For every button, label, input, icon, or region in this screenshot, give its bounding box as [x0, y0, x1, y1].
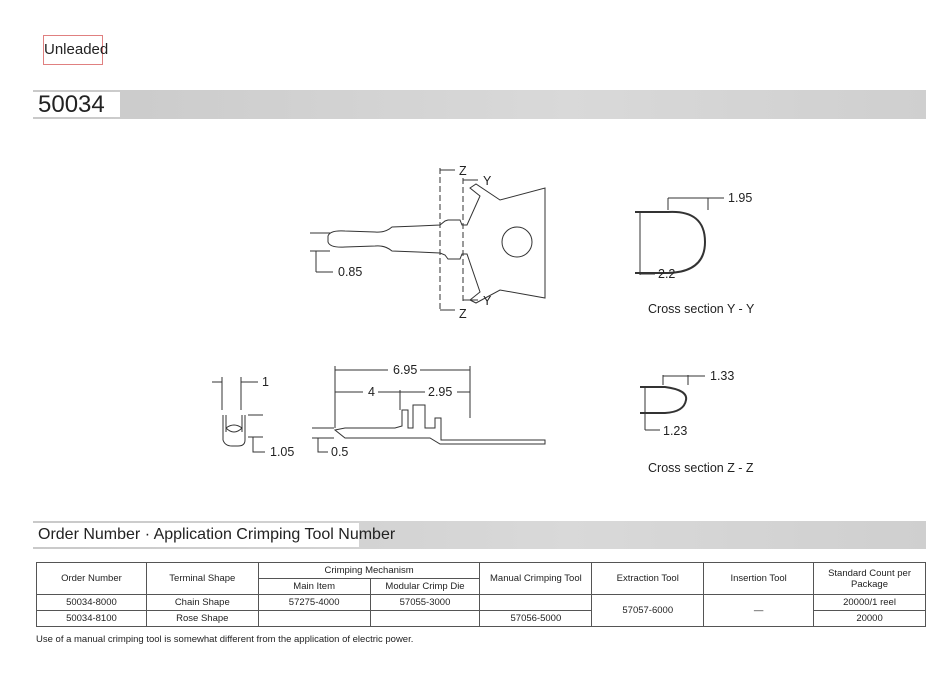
section-y-bottom: Y: [483, 294, 492, 308]
header-modular-crimp-die: Modular Crimp Die: [369, 578, 481, 595]
modular-crimp-die-cell: 57055-3000: [369, 594, 481, 611]
top-view: Z Z Y Y 0.85: [310, 164, 546, 321]
standard-count-cell: 20000: [813, 610, 926, 627]
modular-crimp-die-cell: [369, 610, 481, 627]
dim-1-23: 1.23: [663, 424, 687, 438]
header-insertion-tool: Insertion Tool: [703, 562, 815, 595]
section-yy: 1.95 2.2 Cross section Y - Y: [635, 191, 755, 316]
dim-1: 1: [262, 375, 269, 389]
front-view: 1 1.05: [212, 375, 294, 459]
manual-crimping-tool-cell: 57056-5000: [479, 610, 593, 627]
insertion-tool-cell: —: [703, 594, 815, 627]
header-main-item: Main Item: [257, 578, 371, 595]
main-item-cell: [257, 610, 371, 627]
footnote: Use of a manual crimping tool is somewha…: [36, 634, 414, 645]
order-number-cell: 50034-8000: [36, 594, 147, 611]
extraction-tool-cell: 57057-6000: [591, 594, 705, 627]
header-crimping-mechanism: Crimping Mechanism: [257, 562, 481, 579]
dim-1-95: 1.95: [728, 191, 752, 205]
dim-0-85: 0.85: [338, 265, 362, 279]
header-manual-crimping-tool: Manual Crimping Tool: [479, 562, 593, 595]
part-number-header: 50034: [33, 90, 926, 119]
dim-6-95: 6.95: [393, 363, 417, 377]
order-section-title: Order Number · Application Crimping Tool…: [33, 523, 395, 547]
unleaded-badge: Unleaded: [43, 35, 108, 65]
dim-4: 4: [368, 385, 375, 399]
header-standard-count: Standard Count per Package: [813, 562, 926, 595]
side-view: 6.95 4 2.95 0.5: [312, 363, 546, 459]
part-number: 50034: [33, 92, 120, 117]
standard-count-cell: 20000/1 reel: [813, 594, 926, 611]
order-table: Order Number Terminal Shape Crimping Mec…: [36, 562, 926, 627]
manual-crimping-tool-cell: [479, 594, 593, 611]
dim-0-5: 0.5: [331, 445, 348, 459]
header-terminal-shape: Terminal Shape: [145, 562, 259, 595]
header-extraction-tool: Extraction Tool: [591, 562, 705, 595]
table-row: 50034-8000 Chain Shape 57275-4000 57055-…: [36, 594, 926, 627]
order-number-cell: 50034-8100: [36, 610, 147, 627]
dim-1-33: 1.33: [710, 369, 734, 383]
order-section-header: Order Number · Application Crimping Tool…: [33, 521, 926, 549]
terminal-shape-cell: Chain Shape: [145, 594, 259, 611]
section-z-bottom: Z: [459, 307, 467, 321]
section-y-top: Y: [483, 174, 492, 188]
dim-2-95: 2.95: [428, 385, 452, 399]
dim-2-2: 2.2: [658, 267, 675, 281]
main-item-cell: 57275-4000: [257, 594, 371, 611]
dim-1-05: 1.05: [270, 445, 294, 459]
section-zz: 1.33 1.23 Cross section Z - Z: [640, 369, 754, 475]
caption-yy: Cross section Y - Y: [648, 302, 755, 316]
caption-zz: Cross section Z - Z: [648, 461, 754, 475]
terminal-drawing: Z Z Y Y 0.85 1.95 2.2 Cross section Y: [212, 164, 755, 475]
table-row: 50034-8100 Rose Shape 57056-5000 20000: [36, 610, 926, 627]
header-order-number: Order Number: [36, 562, 147, 595]
section-z-top: Z: [459, 164, 467, 178]
terminal-shape-cell: Rose Shape: [145, 610, 259, 627]
